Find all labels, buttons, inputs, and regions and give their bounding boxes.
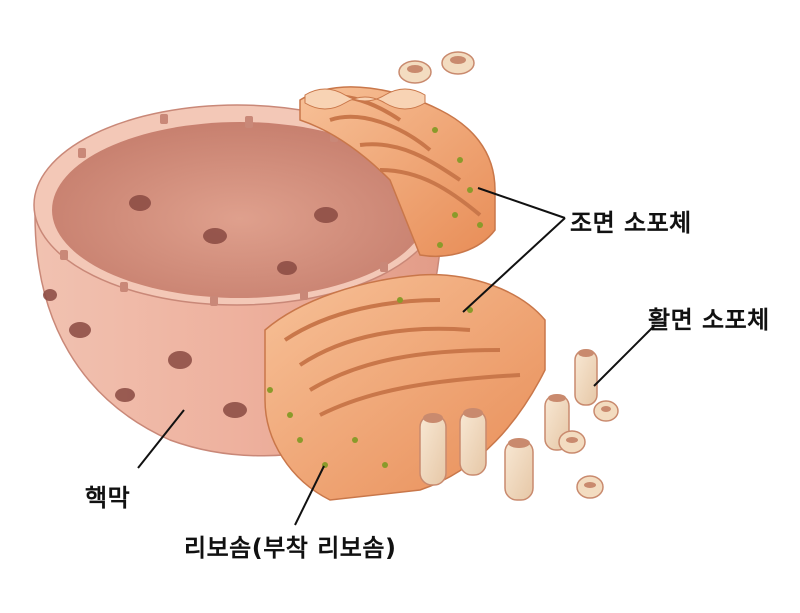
smooth-er-label: 활면 소포체 (648, 306, 770, 334)
nucleus (33, 104, 441, 457)
nuclear-envelope-inner (52, 122, 428, 298)
leader-rough-lower (462, 217, 566, 313)
leader-smooth (593, 324, 656, 387)
nuclear-envelope-label: 핵막 (85, 484, 131, 512)
rough-er-lower (264, 273, 546, 501)
ribosome-label: 리보솜(부착 리보솜) (184, 534, 397, 562)
leader-rough-upper (477, 187, 566, 219)
leader-nucleus (137, 409, 185, 469)
rough-er-upper (299, 86, 496, 257)
rough-er-label: 조면 소포체 (570, 209, 692, 237)
leader-lines (137, 187, 656, 526)
leader-ribosome (294, 465, 325, 526)
smooth-er (398, 51, 619, 501)
